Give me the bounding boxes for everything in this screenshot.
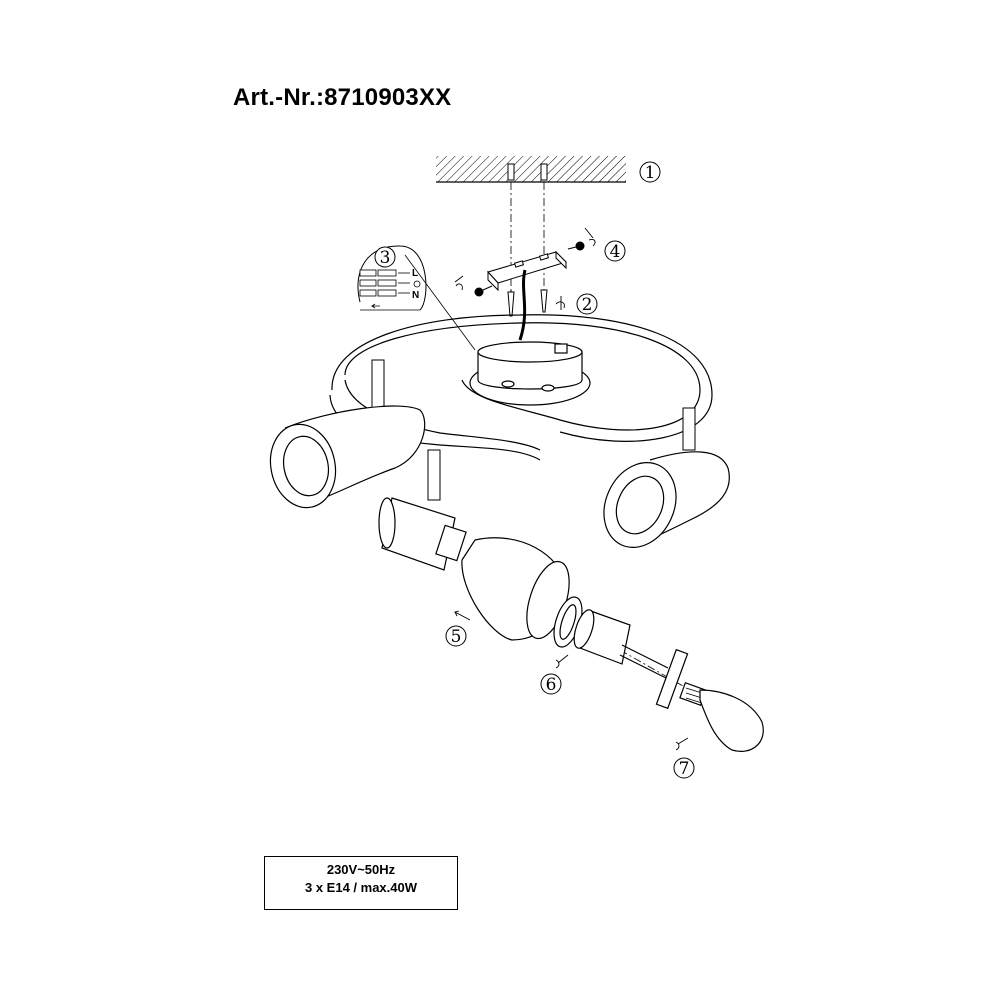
callout-5-label: 5 <box>451 627 462 647</box>
callout-1: 1 <box>639 161 661 183</box>
callout-3: 3 <box>374 246 396 268</box>
spiral-arm <box>329 314 713 461</box>
voltage-spec: 230V~50Hz <box>326 862 396 877</box>
joint-posts <box>371 359 696 501</box>
screws <box>474 241 585 317</box>
socket-rod <box>619 644 689 710</box>
ceiling <box>436 156 626 183</box>
callout-1-label: 1 <box>645 163 656 183</box>
callout-2: 2 <box>576 293 598 315</box>
rotation-arrows <box>454 227 689 751</box>
callout-6-label: 6 <box>546 675 557 695</box>
spotlight-left <box>269 405 426 509</box>
callout-5: 5 <box>445 610 471 647</box>
neutral-label: N <box>412 290 419 301</box>
article-number: Art.-Nr.:8710903XX <box>233 84 452 111</box>
callout-4-label: 4 <box>610 242 621 262</box>
callout-7: 7 <box>673 757 695 779</box>
led-bulb <box>679 681 764 752</box>
bulb-spec: 3 x E14 / max.40W <box>304 880 417 895</box>
callout-3-label: 3 <box>380 248 391 268</box>
live-label: L <box>412 268 418 279</box>
lamp-holder <box>378 497 467 571</box>
callout-7-label: 7 <box>679 759 690 779</box>
lamp-socket <box>573 609 631 665</box>
callout-2-label: 2 <box>582 295 593 315</box>
wiring-detail: L N <box>357 245 476 351</box>
callout-6: 6 <box>540 673 562 695</box>
wall-plugs <box>507 163 548 181</box>
canopy <box>469 341 591 406</box>
power-cable <box>518 269 527 341</box>
spotlight-right <box>603 451 730 548</box>
mounting-bracket <box>487 250 567 292</box>
electrical-spec-box: 230V~50Hz 3 x E14 / max.40W <box>264 856 458 910</box>
callout-4: 4 <box>604 240 626 262</box>
